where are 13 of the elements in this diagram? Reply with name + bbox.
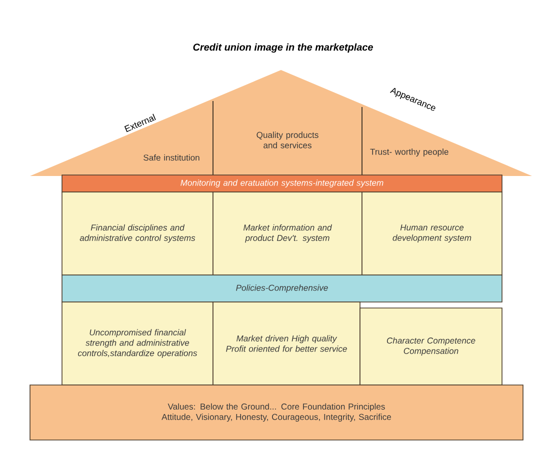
pillar-box: Financial disciplines and administrative control systems bbox=[62, 192, 214, 276]
title: Credit union image in the marketplace bbox=[193, 43, 373, 53]
pillar-box: Market driven High quality Profit oriented for better service bbox=[212, 302, 360, 386]
pillar-box: Human resource development system bbox=[362, 192, 502, 276]
roof-section-text: Safe institution bbox=[144, 154, 200, 161]
roof-section-text: Quality products and services bbox=[256, 132, 318, 148]
banner-bar: Monitoring and eratuation systems-integrated system bbox=[62, 174, 502, 192]
pillar-box: Character Competence Compensation bbox=[360, 308, 502, 386]
banner-bar: Policies-Comprehensive bbox=[62, 274, 502, 302]
pillar-box: Market information and product Dev't. system bbox=[212, 192, 362, 276]
foundation-box: Values: Below the Ground... Core Foundation Principles Attitude, Visionary, Honesty, Courageous, Integrity, Sacrifice bbox=[30, 384, 524, 440]
roof-section-text: Trust- worthy people bbox=[370, 148, 448, 156]
pillar-box: Uncompromised financial strength and administrative controls,standardize operations bbox=[62, 302, 214, 386]
